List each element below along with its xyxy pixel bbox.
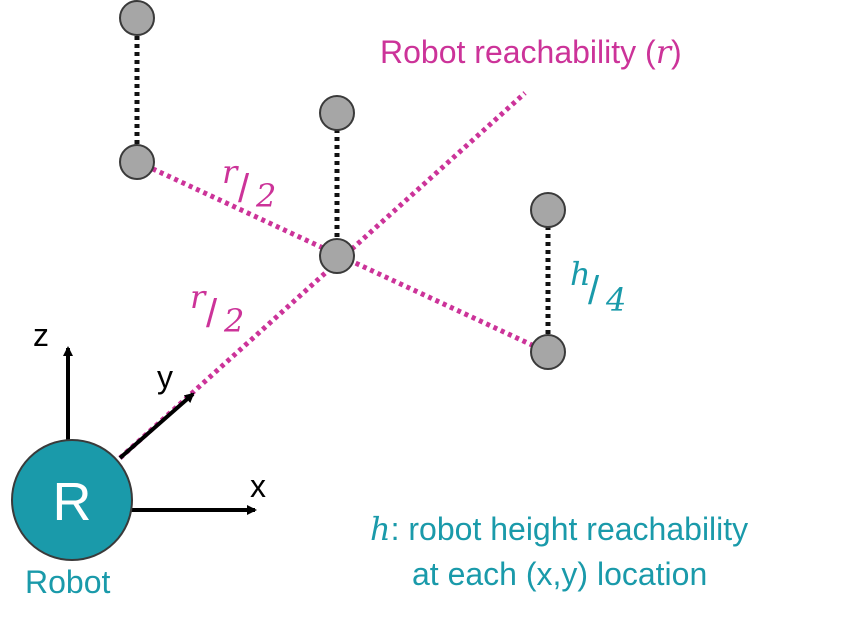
node-center-top	[319, 95, 355, 131]
r-half-lower-slash: /	[206, 292, 218, 336]
node-right-top	[530, 192, 566, 228]
r-half-upper-denominator: 2	[255, 177, 276, 215]
height-legend-line1: h: robot height reachability	[370, 510, 748, 548]
y-axis-arrow	[118, 392, 195, 460]
r-half-lower-denominator: 2	[223, 302, 244, 340]
h-quarter-label: h / 4	[570, 255, 626, 319]
node-group	[119, 0, 566, 370]
y-axis-label: y	[157, 359, 173, 395]
x-axis-label: x	[250, 468, 266, 504]
robot-label: Robot	[25, 564, 111, 600]
h-quarter-denominator: 4	[605, 281, 626, 319]
r-half-lower-numerator: r	[190, 278, 207, 316]
node-left-bottom	[119, 144, 155, 180]
r-half-label-upper: r / 2	[222, 153, 276, 215]
node-right-bottom	[530, 334, 566, 370]
reachability-title: Robot reachability (r)	[380, 33, 682, 71]
r-half-upper-numerator: r	[222, 153, 239, 191]
reachability-title-var: r	[656, 33, 673, 71]
node-center-bottom	[319, 238, 355, 274]
height-legend-var: h	[370, 510, 391, 548]
robot-letter: R	[53, 472, 92, 532]
node-left-top	[119, 0, 155, 36]
r-half-label-lower: r / 2	[190, 278, 244, 340]
h-quarter-numerator: h	[570, 255, 591, 293]
robot-circle	[11, 439, 133, 561]
z-axis-label: z	[33, 317, 49, 353]
r-half-upper-slash: /	[238, 167, 250, 211]
h-quarter-slash: /	[588, 269, 600, 313]
height-legend-text1: : robot height reachability	[391, 511, 749, 547]
reachability-title-suffix: )	[671, 34, 682, 70]
reachability-title-prefix: Robot reachability (	[380, 34, 656, 70]
height-legend-line2: at each (x,y) location	[412, 556, 707, 592]
